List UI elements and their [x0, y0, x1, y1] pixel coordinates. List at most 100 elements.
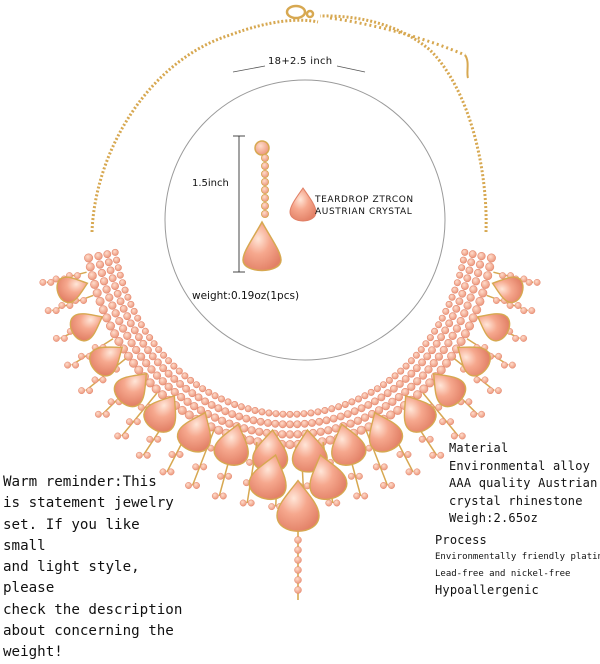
spray-crystal	[107, 398, 115, 406]
small-crystal	[437, 333, 445, 342]
small-crystal	[130, 326, 139, 335]
small-crystal	[424, 365, 433, 374]
small-crystal	[431, 327, 439, 335]
small-crystal	[235, 412, 244, 421]
small-crystal	[386, 410, 396, 420]
small-crystal	[324, 426, 333, 435]
spray-crystal	[294, 556, 302, 564]
small-crystal	[207, 401, 216, 409]
small-crystal	[92, 288, 102, 298]
small-crystal	[464, 321, 474, 331]
small-crystal	[127, 339, 136, 348]
spray-crystal	[135, 451, 143, 459]
small-crystal	[165, 357, 173, 365]
small-crystal	[218, 416, 227, 425]
small-crystal	[106, 321, 116, 331]
spray-crystal	[458, 432, 466, 440]
spray-crystal	[355, 472, 363, 480]
stone-label-line-1: TEARDROP ZTRCON	[315, 195, 414, 205]
small-crystal	[458, 289, 467, 298]
small-crystal	[402, 362, 410, 370]
spray-crystal	[447, 418, 455, 426]
small-crystal	[278, 430, 287, 439]
small-crystal	[90, 279, 100, 289]
spray-crystal	[239, 499, 247, 507]
small-crystal	[228, 410, 237, 418]
small-crystal	[389, 384, 398, 393]
small-crystal	[118, 324, 128, 333]
small-crystal	[381, 402, 390, 411]
earring-crystal	[260, 185, 269, 194]
small-crystal	[356, 425, 366, 435]
small-crystal	[84, 253, 94, 263]
small-crystal	[114, 336, 124, 346]
small-crystal	[385, 376, 393, 384]
small-crystal	[461, 248, 469, 256]
spray-crystal	[520, 275, 528, 283]
spray-crystal	[102, 410, 110, 418]
spray-crystal	[418, 435, 426, 443]
teardrop-crystal	[113, 372, 148, 408]
small-crystal	[418, 358, 426, 367]
spray-crystal	[492, 297, 500, 304]
process-line: Lead-free and nickel-free	[435, 569, 571, 579]
spray-crystal	[114, 432, 122, 440]
small-crystal	[218, 395, 226, 403]
small-crystal	[353, 416, 363, 425]
small-crystal	[370, 397, 379, 406]
small-crystal	[265, 409, 273, 417]
spray-crystal	[380, 482, 387, 489]
small-crystal	[87, 271, 97, 281]
spray-crystal	[388, 482, 395, 489]
small-crystal	[214, 425, 224, 435]
spray-crystal	[439, 418, 447, 426]
small-crystal	[458, 264, 466, 272]
small-crystal	[360, 413, 370, 422]
small-crystal	[451, 286, 459, 294]
spray-crystal	[405, 468, 413, 476]
small-crystal	[188, 389, 197, 398]
earring-crystal	[260, 177, 269, 186]
small-crystal	[170, 362, 178, 370]
lobster-clasp	[285, 4, 315, 20]
spray-crystal	[470, 410, 478, 418]
small-crystal	[452, 324, 462, 333]
small-crystal	[328, 405, 336, 413]
small-crystal	[428, 346, 436, 355]
small-crystal	[170, 375, 179, 383]
necklace-chain-right	[319, 14, 488, 233]
small-crystal	[134, 365, 144, 375]
small-crystal	[205, 388, 213, 396]
small-crystal	[394, 393, 404, 402]
spray-crystal	[294, 536, 302, 544]
small-crystal	[377, 393, 386, 402]
small-crystal	[485, 262, 495, 272]
small-crystal	[397, 367, 405, 375]
teardrop-crystal	[56, 276, 89, 304]
small-crystal	[343, 410, 352, 418]
spray-crystal	[520, 307, 528, 315]
small-crystal	[158, 377, 167, 386]
small-crystal	[373, 385, 381, 393]
small-crystal	[181, 372, 189, 380]
teardrop-crystal	[403, 394, 437, 433]
small-crystal	[412, 351, 420, 359]
small-crystal	[442, 307, 450, 315]
small-crystal	[407, 369, 416, 378]
spray-crystal	[154, 435, 162, 443]
material-line: AAA quality Austrian	[449, 476, 598, 490]
small-crystal	[316, 427, 325, 436]
spray-crystal	[486, 387, 494, 395]
small-crystal	[285, 430, 295, 439]
teardrop-crystal	[89, 346, 124, 377]
spray-crystal	[478, 410, 486, 418]
small-crystal	[256, 417, 265, 426]
small-crystal	[407, 382, 416, 392]
teardrop-crystal	[331, 423, 367, 466]
small-crystal	[137, 352, 146, 361]
spray-crystal	[520, 334, 528, 342]
spray-crystal	[429, 451, 437, 459]
small-crystal	[98, 305, 108, 315]
spray-crystal	[86, 387, 94, 395]
small-crystal	[175, 367, 183, 375]
